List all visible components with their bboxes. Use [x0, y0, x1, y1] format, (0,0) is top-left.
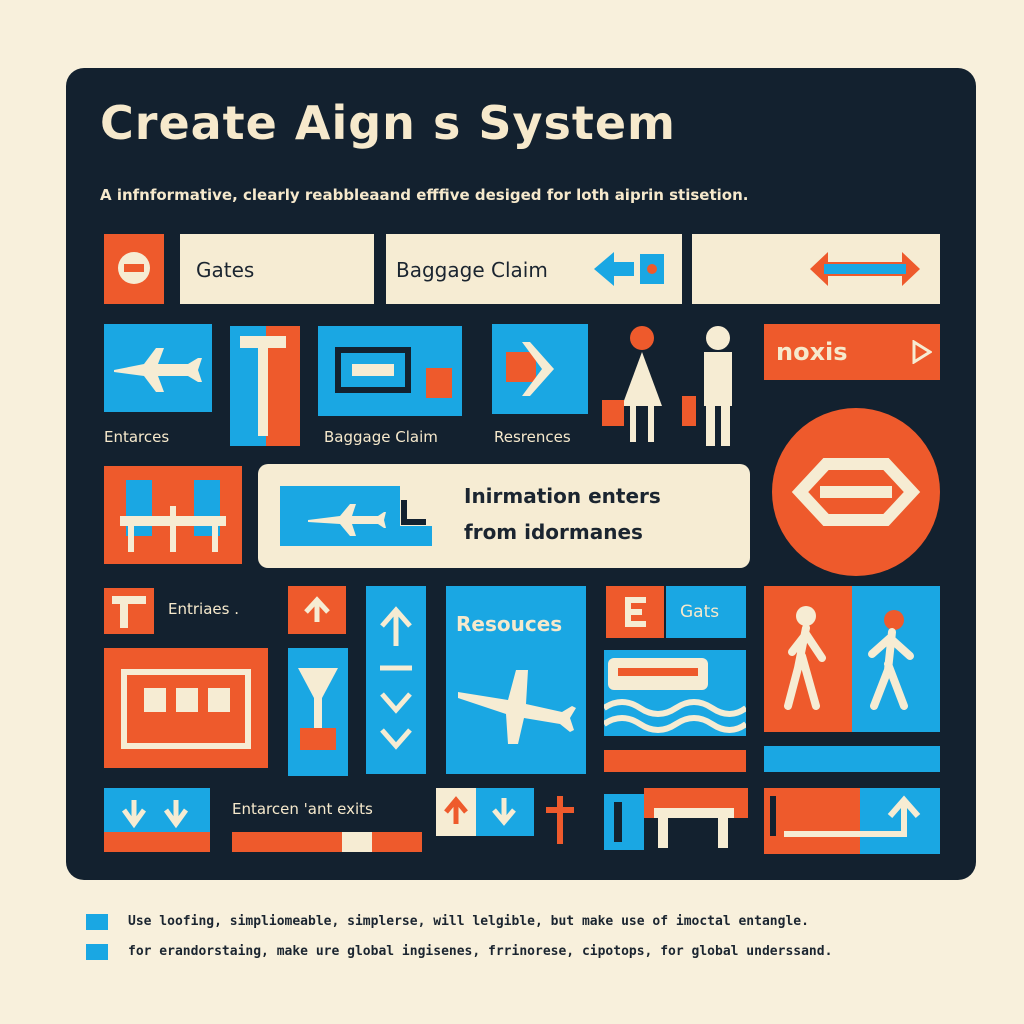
- plane-icon: [114, 348, 202, 392]
- direction-sign: [692, 234, 940, 304]
- arrow-right-icon: [506, 342, 554, 396]
- exit-up-sign: [436, 788, 476, 836]
- noxis-label: noxis: [776, 338, 848, 366]
- no-entry-icon: [772, 408, 940, 576]
- noxis-sign: noxis: [764, 324, 940, 380]
- footer-line-2: for erandorstaing, make ure global ingis…: [128, 944, 833, 959]
- information-line2: from idormanes: [464, 520, 643, 544]
- resources-sign: [492, 324, 588, 414]
- footer-bullet-2: [86, 944, 108, 960]
- double-arrow-icon: [810, 252, 920, 286]
- people-sign: [104, 466, 242, 564]
- gates-small-label: Gats: [680, 602, 720, 622]
- information-sign: Inirmation enters from idormanes: [258, 464, 750, 568]
- turn-sign: [764, 788, 940, 854]
- gates-small-sign: Gats: [666, 586, 746, 638]
- baggage-claim-sign: Baggage Claim: [386, 234, 682, 304]
- up-arrow-sign: [288, 586, 346, 634]
- no-entry-icon: [118, 252, 150, 284]
- arrow-down-icon: [104, 800, 210, 852]
- baggage-claim-mid-label: Baggage Claim: [324, 428, 438, 446]
- tall-sign: [230, 326, 300, 446]
- turn-arrow-icon: [764, 788, 921, 854]
- gates-sign: Gates: [180, 234, 374, 304]
- baggage-claim-icon-sign: [318, 326, 462, 416]
- arrow-left-icon: [594, 252, 664, 286]
- entrances-sign: [104, 324, 212, 412]
- walking-sign: [764, 586, 940, 732]
- bench-sign: [604, 788, 748, 854]
- walking-person-icon: [784, 606, 914, 710]
- person-icon: [602, 326, 732, 446]
- resources-big-sign: Resouces: [446, 586, 586, 774]
- information-line1: Inirmation enters: [464, 484, 661, 508]
- train-sign: [602, 650, 748, 736]
- entrance-exits-label: Entarcen 'ant exits: [232, 800, 373, 818]
- luggage-icon: [335, 347, 452, 398]
- walking-strip: [764, 746, 940, 772]
- lamp-sign: [288, 648, 348, 776]
- no-entry-sign: [104, 234, 164, 304]
- arrow-up-icon: [304, 596, 330, 622]
- gates-small-icon-sign: [606, 586, 664, 638]
- page-title: Create Aign s System: [100, 96, 676, 150]
- entrances-label: Entarces: [104, 428, 170, 446]
- page-subtitle: A infnformative, clearly reabbleaand eff…: [100, 186, 749, 204]
- gates-label: Gates: [196, 258, 255, 282]
- station-sign: [104, 648, 268, 768]
- plane-icon: [280, 486, 432, 546]
- boat-strip: [604, 750, 746, 772]
- entrance-exits-bar: [232, 832, 422, 852]
- luggage-icon: [298, 668, 338, 750]
- bench-icon: [604, 788, 748, 850]
- down-arrows-sign: [104, 788, 210, 852]
- plane-icon: [458, 670, 576, 744]
- arrow-down-icon: [492, 798, 516, 826]
- baggage-claim-label: Baggage Claim: [396, 258, 548, 282]
- person-icon: [120, 480, 226, 552]
- plus-icon: [546, 796, 574, 844]
- arrow-up-icon: [444, 796, 468, 824]
- up-down-sign: [366, 586, 426, 774]
- footer-bullet-1: [86, 914, 108, 930]
- train-icon: [602, 658, 748, 733]
- entrances-small-sign: [104, 588, 154, 634]
- resources-big-label: Resouces: [456, 612, 563, 636]
- gate-icon: [625, 597, 646, 627]
- play-icon: [912, 340, 932, 364]
- footer-line-1: Use loofing, simpliomeable, simplerse, w…: [128, 914, 809, 929]
- building-icon: [121, 669, 251, 749]
- exit-down-sign: [476, 788, 534, 836]
- entrances-small-label: Entriaes .: [168, 600, 239, 618]
- arrow-up-down-icon: [380, 606, 412, 750]
- resources-label: Resrences: [494, 428, 571, 446]
